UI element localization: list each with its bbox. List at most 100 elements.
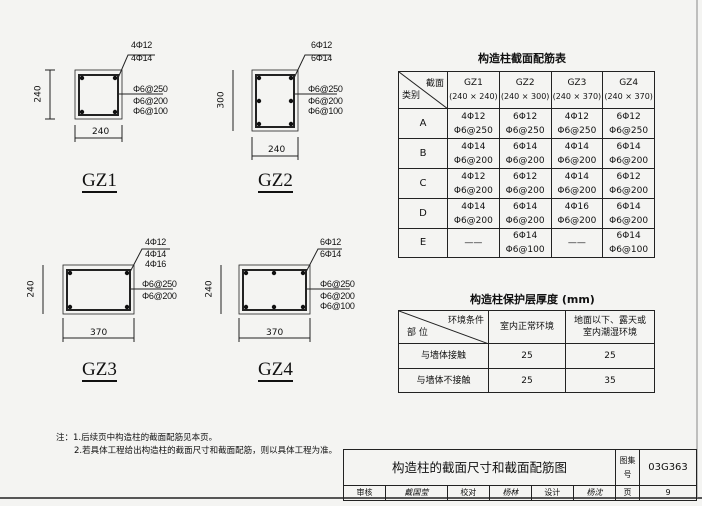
title-block: 构造柱的截面尺寸和截面配筋图 图集号 03G363 审核 戴国莹 校对 杨林 设… — [343, 449, 697, 501]
gz4-height: 240 — [204, 280, 215, 298]
gz3-bar-3: 4Φ16 — [145, 259, 166, 269]
page-label: 页 — [615, 485, 640, 501]
table-row: 与墙体接触 25 25 — [398, 343, 655, 369]
cell: —— — [447, 228, 500, 258]
col-header: GZ3(240 × 370) — [550, 71, 604, 109]
col-header: GZ2(240 × 300) — [498, 71, 552, 109]
row-category: E — [398, 228, 448, 258]
gz2-height: 300 — [216, 91, 227, 109]
cell: 25 — [565, 343, 655, 369]
cell: 35 — [565, 368, 655, 393]
col-header: 室内正常环境 — [488, 310, 566, 344]
corner-bottom: 部 位 — [407, 328, 428, 338]
gz4-stirrup-2: Φ6@200 — [320, 291, 355, 301]
gz4-width: 370 — [266, 328, 284, 338]
gz1-bar-2: 4Φ14 — [131, 53, 152, 63]
gz3-bar-2: 4Φ14 — [145, 249, 166, 259]
gz2-stirrup-2: Φ6@200 — [308, 96, 343, 106]
gz1-height: 240 — [33, 85, 44, 103]
col-header: GZ1(240 × 240) — [447, 71, 500, 109]
gz1-title: GZ1 — [82, 170, 117, 193]
gz3-stirrup-1: Φ6@250 — [142, 279, 177, 289]
atlas-number: 03G363 — [639, 449, 697, 486]
gz1-stirrup-3: Φ6@100 — [133, 106, 168, 116]
gz4-bar-1: 6Φ12 — [320, 237, 341, 247]
gz2-width: 240 — [268, 145, 286, 155]
design-label: 设计 — [530, 485, 574, 501]
gz2-stirrup-3: Φ6@100 — [308, 106, 343, 116]
note-2: 2.若具体工程给出构造柱的截面尺寸和截面配筋，则以具体工程为准。 — [74, 446, 338, 456]
row-category: C — [398, 168, 448, 199]
review-signature: 戴国莹 — [385, 485, 448, 501]
design-signature: 杨沈 — [572, 485, 617, 501]
gz4-title: GZ4 — [258, 359, 293, 382]
note-1: 注：1.后续页中构造柱的截面配筋见本页。 — [56, 433, 218, 443]
gz2-title: GZ2 — [258, 170, 293, 193]
corner-cell: 环境条件 部 位 — [398, 310, 489, 344]
corner-bottom: 类别 — [402, 91, 421, 101]
gz2-section — [232, 54, 337, 160]
row-category: D — [398, 198, 448, 229]
gz3-stirrup-2: Φ6@200 — [142, 291, 177, 301]
col-header: GZ4(240 × 370) — [602, 71, 655, 109]
gz4-stirrup-3: Φ6@100 — [320, 301, 355, 311]
gz1-bar-1: 4Φ12 — [131, 40, 152, 50]
gz2-bar-2: 6Φ14 — [311, 53, 332, 63]
col-header: 地面以下、露天或室内潮湿环境 — [565, 310, 655, 344]
row-label: 与墙体不接触 — [398, 368, 489, 393]
corner-top: 环境条件 — [447, 316, 484, 326]
gz3-bar-1: 4Φ12 — [145, 237, 166, 247]
rebar-table-title: 构造柱截面配筋表 — [478, 52, 566, 65]
rebar-dots — [67, 75, 306, 310]
gz1-stirrup-2: Φ6@200 — [133, 96, 168, 106]
gz1-section — [45, 54, 163, 142]
cell: 25 — [488, 343, 566, 369]
table-row: 与墙体不接触 25 35 — [398, 368, 655, 393]
cover-table: 环境条件 部 位 室内正常环境 地面以下、露天或室内潮湿环境 与墙体接触 25 … — [398, 310, 655, 393]
cover-table-title: 构造柱保护层厚度 (mm) — [470, 293, 595, 306]
gz4-stirrup-1: Φ6@250 — [320, 279, 355, 289]
gz3-title: GZ3 — [82, 359, 117, 382]
gz4-section — [220, 248, 350, 342]
review-label: 审核 — [343, 485, 386, 501]
corner-cell: 截面 类别 — [398, 71, 448, 109]
gz1-width: 240 — [92, 127, 110, 137]
page-number: 9 — [639, 485, 697, 501]
gz4-bar-2: 6Φ14 — [320, 249, 341, 259]
atlas-label: 图集号 — [615, 449, 640, 486]
check-signature: 杨林 — [488, 485, 532, 501]
gz3-height: 240 — [26, 280, 37, 298]
corner-top: 截面 — [425, 79, 444, 89]
gz3-section — [42, 248, 173, 342]
cell: 25 — [488, 368, 566, 393]
gz1-stirrup-1: Φ6@250 — [133, 84, 168, 94]
cell: —— — [550, 228, 604, 258]
row-label: 与墙体接触 — [398, 343, 489, 369]
gz2-stirrup-1: Φ6@250 — [308, 84, 343, 94]
check-label: 校对 — [446, 485, 490, 501]
row-category: B — [398, 138, 448, 169]
row-category: A — [398, 108, 448, 139]
